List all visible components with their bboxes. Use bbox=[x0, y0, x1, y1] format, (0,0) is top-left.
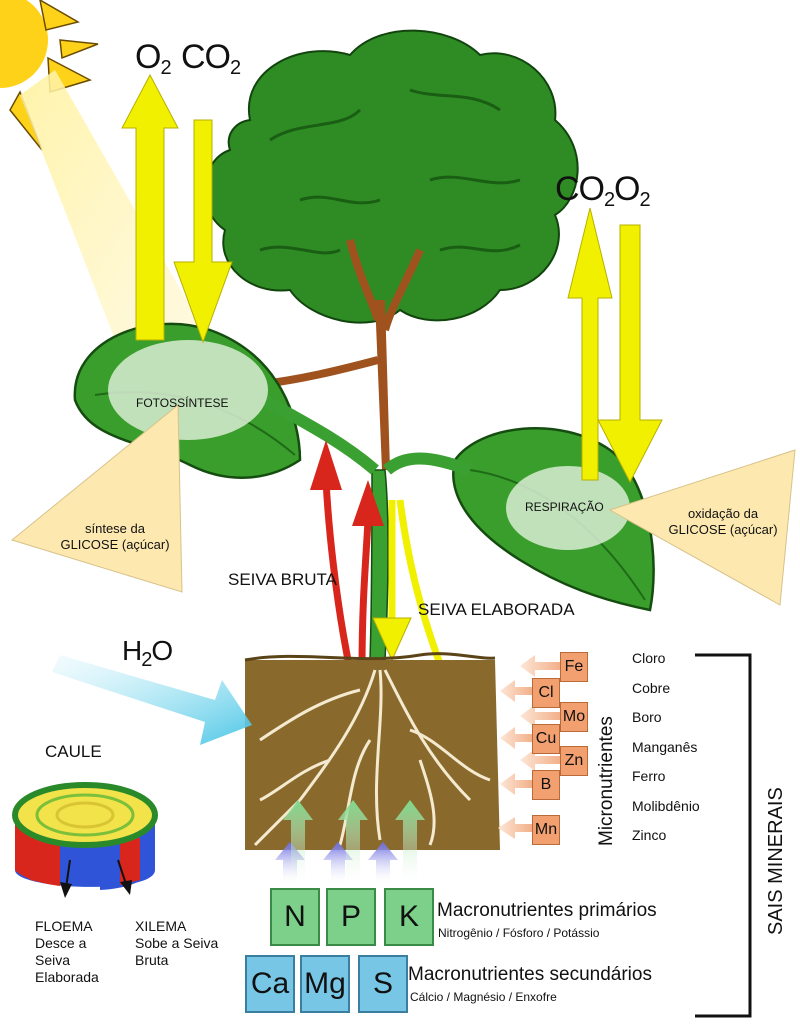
water-arrow bbox=[52, 655, 252, 745]
soil-block bbox=[244, 652, 500, 850]
micronutrient-name: Zinco bbox=[632, 827, 667, 843]
glucose-oxidation-cone bbox=[608, 449, 796, 606]
water-label: H2O bbox=[122, 635, 173, 671]
micronutrient-fe: Fe bbox=[560, 652, 588, 682]
tree-canopy bbox=[203, 29, 579, 324]
xylem-label: XILEMA Sobe a Seiva Bruta bbox=[135, 918, 219, 968]
macronutrient-s: S bbox=[358, 955, 408, 1013]
micronutrient-name: Cloro bbox=[632, 650, 666, 666]
co2-right-label: CO2 bbox=[555, 170, 615, 211]
micronutrient-names: Cloro Cobre Boro Manganês Ferro Molibdên… bbox=[632, 644, 700, 851]
secondary-macronutrients-title: Macronutrientes secundários bbox=[408, 964, 652, 985]
photosynthesis-ellipse bbox=[108, 340, 268, 440]
minerals-bracket bbox=[695, 653, 752, 1018]
micronutrient-cl: Cl bbox=[532, 678, 560, 708]
o2-left-label: O2 bbox=[135, 38, 172, 79]
tree-trunk bbox=[375, 300, 390, 470]
micronutrient-arrows bbox=[498, 655, 560, 839]
micronutrient-name: Boro bbox=[632, 709, 662, 725]
raw-sap-label: SEIVA BRUTA bbox=[228, 570, 337, 589]
co2-left-label: CO2 bbox=[181, 38, 241, 79]
gas-arrows bbox=[121, 73, 663, 484]
stem-cross-section bbox=[12, 782, 158, 898]
respiration-label: RESPIRAÇÃO bbox=[525, 500, 604, 514]
glucose-oxidation-label: oxidação da GLICOSE (açúcar) bbox=[668, 506, 778, 537]
micronutrient-name: Cobre bbox=[632, 679, 671, 696]
glucose-synthesis-cone bbox=[10, 403, 183, 593]
minerals-label: SAIS MINERAIS bbox=[765, 787, 787, 935]
secondary-macronutrients-names: Cálcio / Magnésio / Enxofre bbox=[410, 990, 557, 1004]
primary-macronutrients-names: Nitrogênio / Fósforo / Potássio bbox=[438, 926, 600, 940]
macronutrient-p: P bbox=[326, 888, 376, 946]
raw-sap-arrow-1 bbox=[322, 479, 356, 681]
photosynthesis-label: FOTOSSÍNTESE bbox=[136, 396, 229, 410]
micronutrient-mo: Mo bbox=[560, 702, 588, 732]
micronutrient-cu: Cu bbox=[532, 724, 560, 754]
micronutrients-heading: Micronutrientes bbox=[596, 716, 617, 846]
primary-macronutrients-title: Macronutrientes primários bbox=[437, 900, 657, 921]
o2-right-label: O2 bbox=[614, 170, 651, 211]
micronutrient-name: Molibdênio bbox=[632, 797, 700, 814]
micronutrient-mn: Mn bbox=[532, 815, 560, 845]
micronutrient-name: Ferro bbox=[632, 768, 666, 784]
stem-title: CAULE bbox=[45, 742, 102, 761]
raw-sap-arrow-2 bbox=[358, 519, 372, 671]
micronutrient-zn: Zn bbox=[560, 746, 588, 776]
micronutrient-name: Manganês bbox=[632, 738, 698, 755]
macronutrient-arrows bbox=[275, 800, 425, 888]
respiration-ellipse bbox=[506, 466, 630, 550]
phloem-label: FLOEMA Desce a Seiva Elaborada bbox=[35, 918, 99, 985]
macronutrient-n: N bbox=[270, 888, 320, 946]
macronutrient-mg: Mg bbox=[300, 955, 350, 1013]
glucose-synthesis-label: síntese da GLICOSE (açúcar) bbox=[60, 521, 170, 552]
elaborated-sap-label: SEIVA ELABORADA bbox=[418, 600, 575, 619]
macronutrient-k: K bbox=[384, 888, 434, 946]
macronutrient-ca: Ca bbox=[245, 955, 295, 1013]
micronutrient-b: B bbox=[532, 770, 560, 800]
